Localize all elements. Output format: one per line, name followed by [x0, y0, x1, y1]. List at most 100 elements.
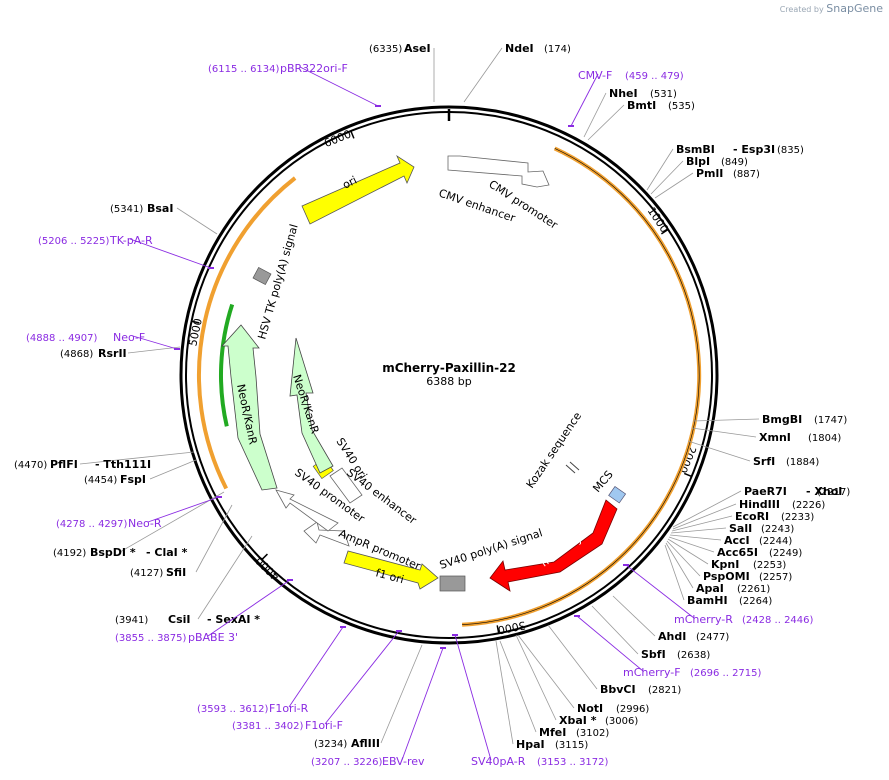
site-leader [499, 640, 537, 733]
restriction-site-name[interactable]: XbaI * [559, 714, 597, 727]
primer-range: (2696 .. 2715) [690, 668, 762, 679]
restriction-site-position: (4470) [14, 460, 47, 471]
restriction-site-position: (1804) [808, 433, 841, 444]
restriction-site-position: (3941) [115, 615, 148, 626]
primer-name[interactable]: mCherry-F [623, 666, 681, 679]
restriction-site-name[interactable]: AccI [724, 534, 750, 547]
restriction-site-name[interactable]: SrfI [753, 455, 775, 468]
annotation-layer: AseI(6335)NdeI(174)NheI(531)BmtI(535)Bsm… [14, 42, 850, 768]
restriction-site-name[interactable]: AflIII [351, 737, 380, 750]
primer-name[interactable]: Neo-F [113, 331, 145, 344]
primer-name[interactable]: mCherry-R [674, 613, 733, 626]
restriction-site-position: (887) [733, 169, 760, 180]
restriction-site-name[interactable]: SfiI [166, 566, 186, 579]
restriction-site-name-2[interactable]: - ClaI * [146, 546, 188, 559]
restriction-site-name[interactable]: KpnI [711, 558, 739, 571]
primer-range: (4278 .. 4297) [56, 519, 128, 530]
restriction-site-name[interactable]: PspOMI [703, 570, 750, 583]
restriction-site-name[interactable]: BmgBI [762, 413, 802, 426]
restriction-site-name[interactable]: BmtI [627, 99, 656, 112]
ori-arrow [301, 154, 415, 225]
restriction-site-name[interactable]: HindIII [739, 498, 780, 511]
neo-cds-arc [196, 176, 297, 490]
restriction-site-name[interactable]: FspI [120, 473, 146, 486]
primer-name[interactable]: pBABE 3' [188, 631, 238, 644]
restriction-site-name[interactable]: BsaI [147, 202, 173, 215]
restriction-site-name-2[interactable]: - XhoI [806, 485, 842, 498]
restriction-site-position: (2243) [761, 524, 794, 535]
site-leader [495, 640, 514, 745]
restriction-site-name[interactable]: NdeI [505, 42, 534, 55]
brand-app: SnapGene [826, 2, 883, 15]
restriction-site-name[interactable]: SbfI [641, 648, 666, 661]
restriction-site-name[interactable]: CsiI [168, 613, 190, 626]
mcherry-paxillin-cds-outline [462, 148, 700, 625]
primer-name[interactable]: SV40pA-R [471, 755, 526, 768]
restriction-site-position: (4868) [60, 349, 93, 360]
primer-name[interactable]: pBR322ori-F [280, 62, 348, 75]
site-leader [668, 536, 715, 553]
restriction-site-name[interactable]: BlpI [686, 155, 710, 168]
primer-name[interactable]: Neo-R [128, 517, 162, 530]
plasmid-name: mCherry-Paxillin-22 [382, 361, 516, 375]
restriction-site-name[interactable]: ApaI [696, 582, 724, 595]
tick-label: 6000 [322, 127, 353, 150]
kozak-label: Kozak sequence [524, 410, 585, 491]
primer-name[interactable]: TK-pA-R [109, 234, 153, 247]
primer-name[interactable]: CMV-F [578, 69, 612, 82]
restriction-site-name[interactable]: RsrII [98, 347, 127, 360]
restriction-site-name[interactable]: XmnI [759, 431, 791, 444]
restriction-site-name[interactable]: PmlI [696, 167, 723, 180]
restriction-site-name[interactable]: HpaI [516, 738, 545, 751]
restriction-site-name[interactable]: BbvCI [600, 683, 636, 696]
restriction-site-name[interactable]: PflFI [50, 458, 78, 471]
primer-range: (2428 .. 2446) [742, 615, 814, 626]
restriction-site-name[interactable]: AseI [404, 42, 431, 55]
restriction-site-name[interactable]: SalI [729, 522, 752, 535]
site-leader [547, 624, 598, 690]
restriction-site-position: (6335) [369, 44, 402, 55]
restriction-site-name[interactable]: MfeI [539, 726, 566, 739]
primer-leader [207, 579, 291, 637]
kozak-mark-2 [569, 461, 580, 471]
primer-range: (3207 .. 3226) [311, 757, 383, 768]
site-leader [176, 207, 218, 235]
hsv-tk-polya-box [252, 266, 272, 286]
restriction-site-name[interactable]: BsmBI [676, 143, 715, 156]
primer-leader [454, 634, 492, 761]
primer-range: (3855 .. 3875) [115, 633, 187, 644]
restriction-site-name[interactable]: BamHI [687, 594, 728, 607]
restriction-site-position: (2261) [737, 584, 770, 595]
cmv-enhancer-arrow [447, 155, 550, 188]
tick-mark [496, 625, 500, 634]
primer-name[interactable]: F1ori-F [305, 719, 343, 732]
site-leader [665, 542, 694, 589]
site-leader [687, 440, 751, 462]
mcs-box [608, 485, 627, 504]
restriction-site-name[interactable]: EcoRI [735, 510, 769, 523]
backbone-outer-ring [179, 105, 719, 645]
primer-name[interactable]: F1ori-R [269, 702, 309, 715]
site-leader [195, 504, 233, 573]
restriction-site-name[interactable]: NheI [609, 87, 638, 100]
site-leader [669, 534, 722, 541]
tick-mark [350, 130, 355, 139]
tick-mark [261, 553, 268, 561]
restriction-site-name-2[interactable]: - Tth111I [95, 458, 151, 471]
restriction-site-name-2[interactable]: - Esp3I [733, 143, 775, 156]
restriction-site-name-2[interactable]: - SexAI * [207, 613, 260, 626]
restriction-site-name[interactable]: BspDI * [90, 546, 136, 559]
restriction-site-name[interactable]: PaeR7I [744, 485, 787, 498]
primer-leader [147, 496, 220, 523]
site-leader [149, 459, 197, 480]
restriction-site-name[interactable]: NotI [577, 702, 603, 715]
restriction-site-position: (2257) [759, 572, 792, 583]
restriction-site-name[interactable]: AhdI [658, 630, 686, 643]
restriction-site-position: (3115) [555, 740, 588, 751]
primer-leader [288, 626, 344, 708]
ori-label: ori [340, 174, 359, 192]
site-leader [671, 515, 733, 532]
primer-name[interactable]: EBV-rev [382, 755, 425, 768]
site-leader [667, 538, 709, 565]
restriction-site-name[interactable]: Acc65I [717, 546, 758, 559]
